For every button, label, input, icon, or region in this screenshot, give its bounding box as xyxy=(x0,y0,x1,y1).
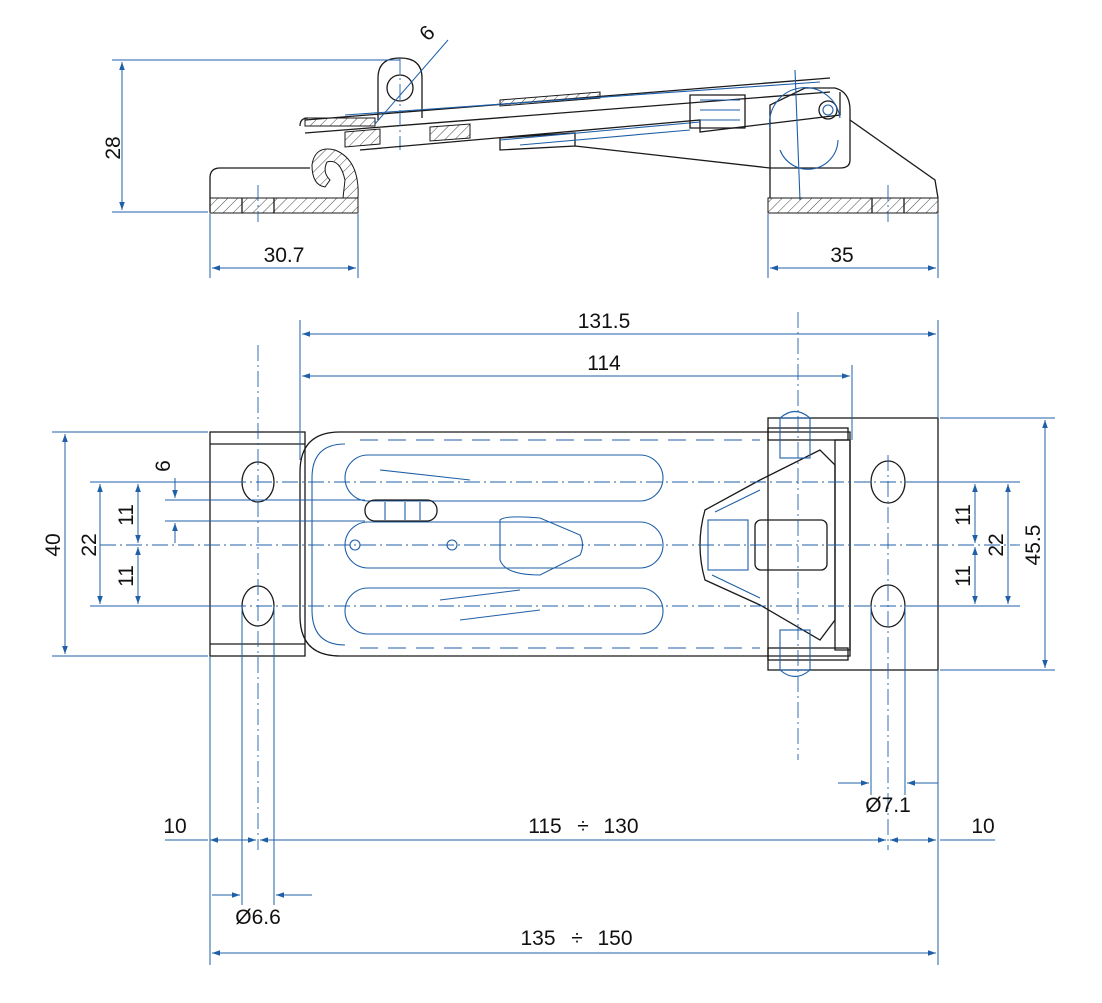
dim-edge-right: 10 xyxy=(971,815,994,838)
dim-hole-6: 6 xyxy=(415,21,440,46)
dim-height-right: 45.5 xyxy=(1022,525,1045,566)
dim-edge-left: 10 xyxy=(163,815,186,838)
dim-total-sep: ÷ xyxy=(571,927,583,950)
slot-lower xyxy=(344,587,664,635)
dim-left-upper: 11 xyxy=(115,504,138,526)
dim-right-base: 35 xyxy=(830,244,853,267)
dim-height-28: 28 xyxy=(102,136,125,159)
dim-right-lower: 11 xyxy=(952,565,975,587)
top-view: 131.5 114 40 22 11 11 6 11 11 22 xyxy=(42,310,1055,965)
latch-bracket xyxy=(699,449,836,641)
slot-upper xyxy=(344,454,664,502)
pivot-hole xyxy=(386,74,414,102)
side-view: 28 6 30.7 35 xyxy=(102,21,939,278)
dim-span-max: 130 xyxy=(603,815,638,838)
dim-span-min: 115 xyxy=(528,815,561,838)
dim-second-top: 114 xyxy=(587,352,621,375)
dim-hole-left: Ø6.6 xyxy=(235,906,281,929)
right-base-section xyxy=(767,197,939,214)
right-housing xyxy=(769,87,851,169)
right-base-plate xyxy=(769,119,939,199)
dim-left-base: 30.7 xyxy=(264,244,305,267)
base-plate-right xyxy=(767,417,939,671)
dim-overall-top: 131.5 xyxy=(578,310,631,333)
dim-total-max: 150 xyxy=(597,927,632,950)
left-base-plate xyxy=(209,167,310,212)
base-plate-left xyxy=(209,431,306,657)
right-pin xyxy=(818,100,838,120)
slot-6 xyxy=(364,499,438,522)
dim-left-center: 22 xyxy=(78,533,101,556)
dim-span-sep: ÷ xyxy=(577,815,589,838)
dim-total-min: 135 xyxy=(520,927,555,950)
dim-right-center: 22 xyxy=(985,533,1008,556)
dim-height-left: 40 xyxy=(42,533,65,556)
dim-hole-right: Ø7.1 xyxy=(865,794,911,817)
dim-right-upper: 11 xyxy=(952,504,975,526)
dim-slot: 6 xyxy=(152,460,175,472)
upper-lever xyxy=(299,77,831,134)
lever-body xyxy=(299,431,851,657)
hook-section xyxy=(311,148,359,199)
dim-left-lower: 11 xyxy=(115,565,138,587)
left-base-section xyxy=(209,197,359,214)
